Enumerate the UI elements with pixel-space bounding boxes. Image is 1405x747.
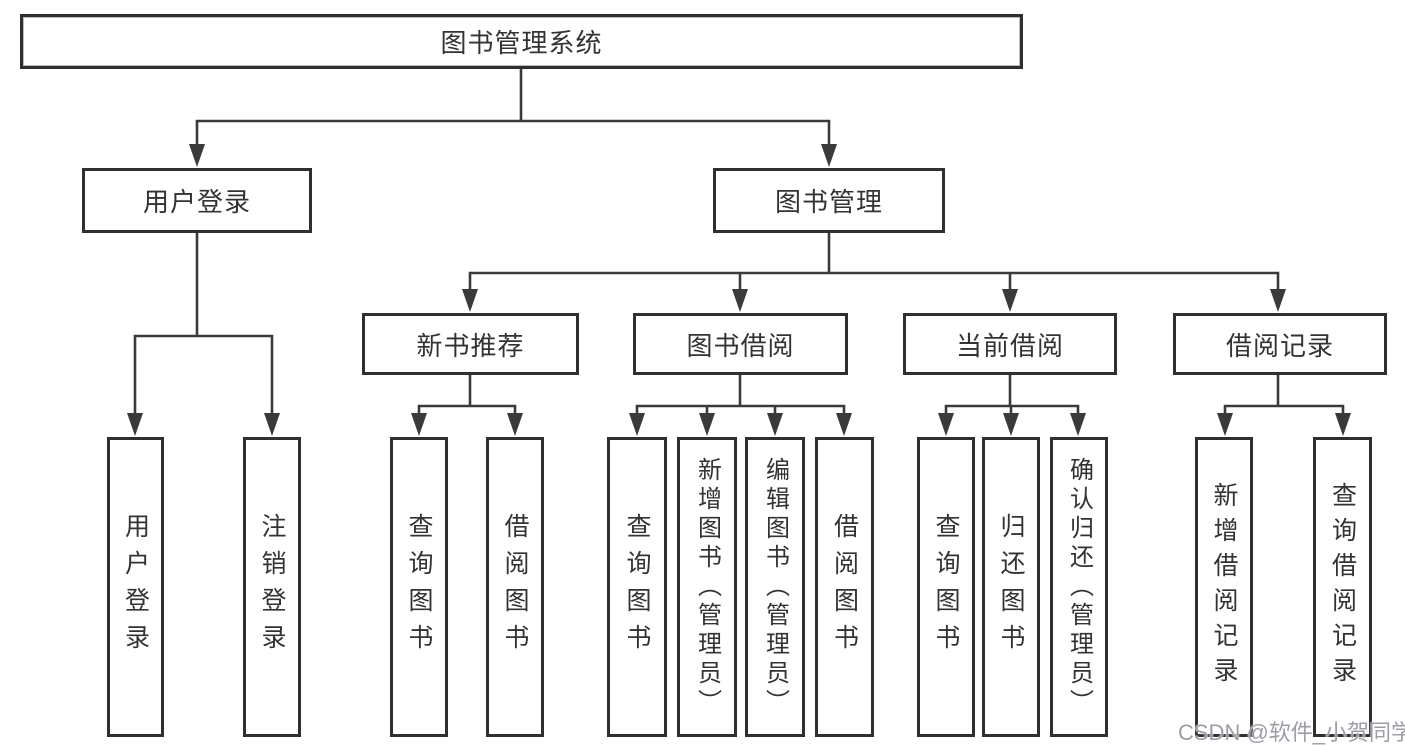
leaf-query-borrow-record: 查询借阅记录 [1313,437,1372,737]
arrow-down-icon [629,413,852,436]
node-label: 当前借阅 [955,330,1064,361]
node-label: 图书借阅 [686,330,795,361]
node-label: 查询图书 [932,513,960,661]
leaf-logout: 注销登录 [243,437,301,737]
arrow-down-icon [411,413,523,436]
connector-bookmgmt-to-level3 [468,231,1280,302]
leaf-user-login: 用户登录 [107,437,164,737]
arrow-down-icon [462,289,1286,312]
node-label: 图书管理 [774,187,883,217]
node-label: 借阅图书 [501,513,529,661]
node-label: 注销登录 [258,513,286,661]
node-book-borrowing: 图书借阅 [633,313,848,375]
node-book-management: 图书管理 [713,168,945,233]
node-label: 查询借阅记录 [1328,482,1357,692]
node-user-login: 用户登录 [82,168,312,233]
leaf-borrow-books-recommend: 借阅图书 [486,437,544,737]
connector-userlogin-to-leaves [133,231,274,426]
node-label: 查询图书 [623,513,651,661]
node-label: 图书管理系统 [440,28,603,58]
leaf-add-borrow-record: 新增借阅记录 [1195,437,1253,737]
arrow-down-icon [1217,413,1351,436]
node-label: 查询图书 [405,513,433,661]
leaf-confirm-return-admin: 确认归还（管理员） [1050,437,1108,737]
connector-records-to-leaves [1223,373,1345,426]
arrow-down-icon [127,413,280,436]
leaf-return-book: 归还图书 [982,437,1040,737]
node-label: 用户登录 [121,513,150,661]
node-label: 归还图书 [997,513,1025,661]
connector-currentborrow-to-leaves [944,373,1080,426]
leaf-query-books-current: 查询图书 [917,437,975,737]
leaf-edit-book-admin: 编辑图书（管理员） [745,437,805,737]
connector-root-to-level2 [195,67,831,154]
leaf-borrow-books: 借阅图书 [815,437,874,737]
node-borrowing-records: 借阅记录 [1173,313,1387,375]
leaf-query-books-borrow: 查询图书 [607,437,667,737]
node-label: 借阅图书 [830,513,859,661]
node-label: 借阅记录 [1225,330,1334,361]
leaf-query-books-recommend: 查询图书 [390,437,448,737]
arrow-down-icon [938,413,1086,436]
leaf-add-book-admin: 新增图书（管理员） [677,437,737,737]
node-label: 确认归还（管理员） [1065,456,1093,718]
node-label: 新书推荐 [416,330,525,361]
connector-bookborrow-to-leaves [635,373,846,426]
csdn-watermark: CSDN @软件_小贺同学 [1178,720,1405,745]
node-label: 编辑图书（管理员） [761,456,789,718]
node-label: 用户登录 [142,187,251,217]
arrow-down-icon [189,144,837,167]
node-label: 新增图书（管理员） [693,456,721,718]
node-new-book-recommend: 新书推荐 [362,313,579,375]
node-library-management-system: 图书管理系统 [20,14,1023,69]
connector-newbooks-to-leaves [417,373,517,426]
node-label: 新增借阅记录 [1210,482,1238,692]
node-current-borrowing: 当前借阅 [903,313,1117,375]
